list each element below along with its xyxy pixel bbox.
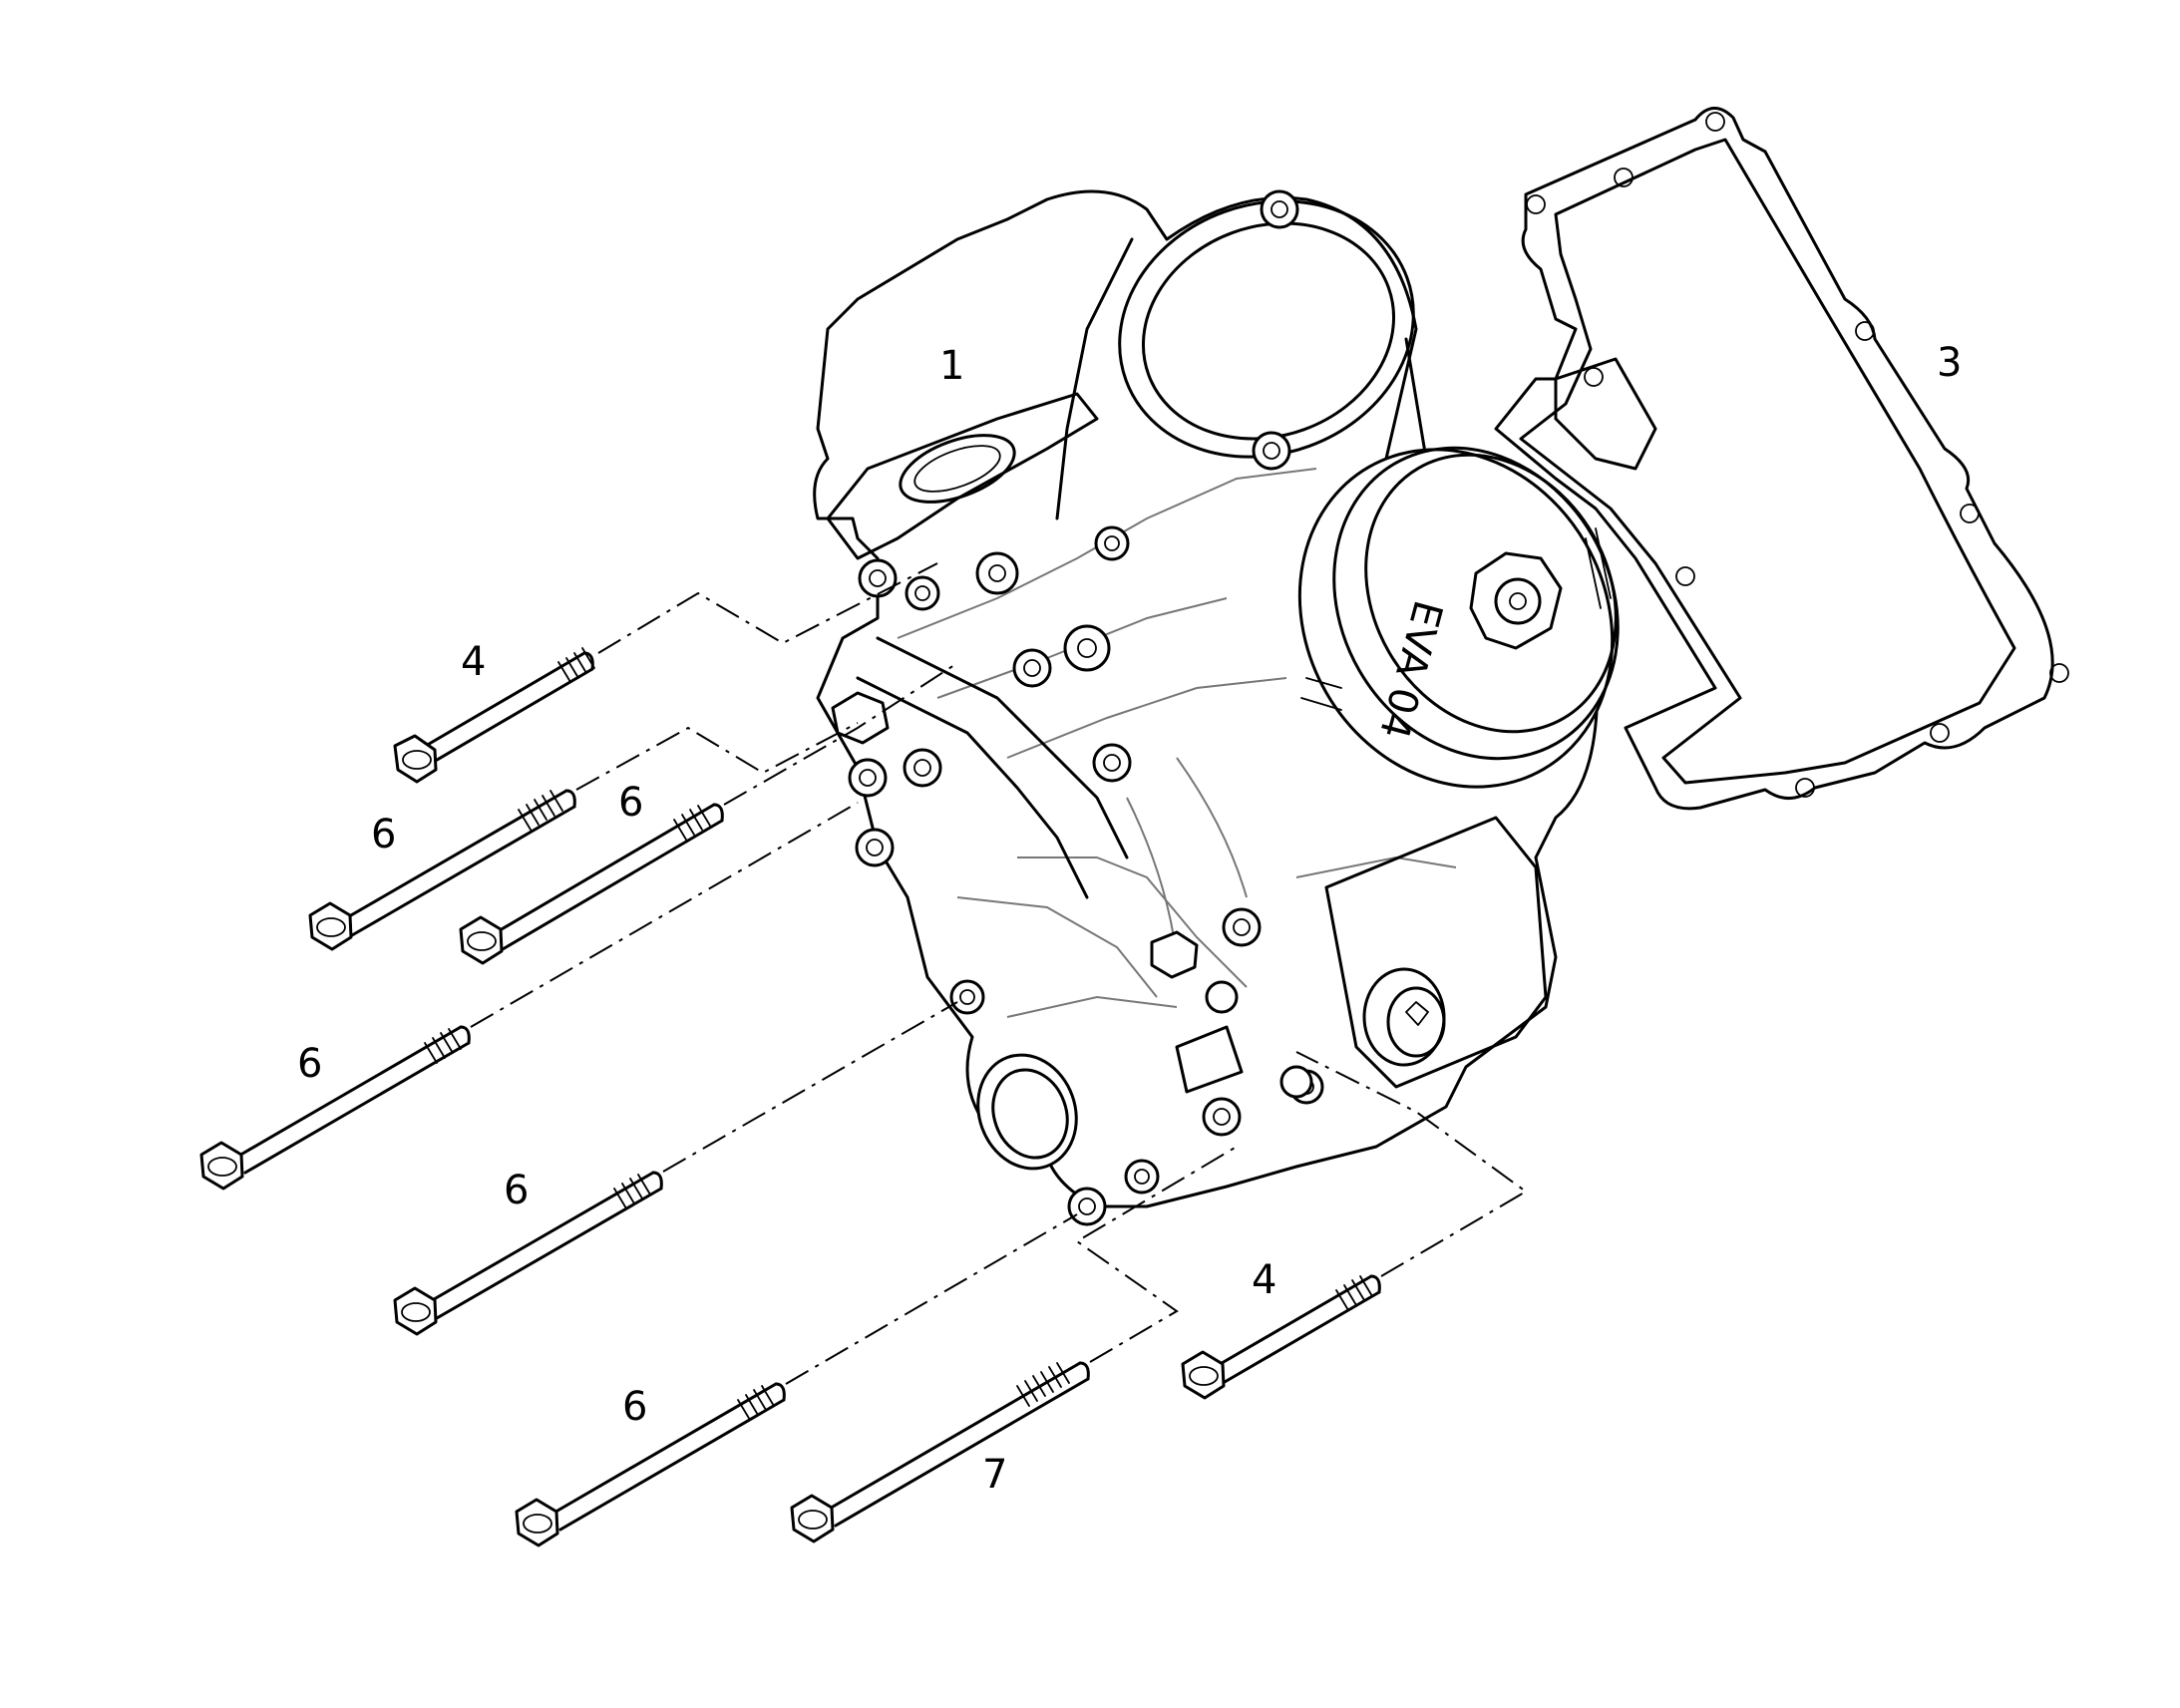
- bolt-6-a: [308, 789, 576, 951]
- callout-bolt-4-bottom: 4: [1252, 1257, 1276, 1303]
- housing-bolt-bosses: [848, 525, 1324, 1226]
- callout-bolt-6-b: 6: [618, 780, 643, 826]
- bolt-6-b: [459, 803, 724, 965]
- callouts: 1 3 4 4 6 6 6 6 6 7: [297, 340, 1962, 1498]
- gasket: [1494, 107, 2069, 811]
- bolt-6-d: [393, 1171, 663, 1336]
- callout-bolt-6-c: 6: [297, 1041, 322, 1087]
- leader-lines: [470, 562, 1528, 1385]
- filter-cap: EVA 04: [1297, 446, 1620, 789]
- bolt-7: [790, 1361, 1090, 1543]
- callout-bolt-6-d: 6: [504, 1168, 529, 1213]
- callout-bolt-4-top: 4: [461, 639, 486, 685]
- oil-filter-housing: EVA 04: [813, 189, 1620, 1226]
- bolt-4-bottom: [1181, 1274, 1381, 1400]
- callout-bolt-7: 7: [982, 1452, 1007, 1498]
- callout-gasket: 3: [1937, 340, 1962, 386]
- bolt-4-top: [393, 647, 595, 784]
- bolt-6-e: [515, 1382, 786, 1547]
- callout-housing: 1: [939, 343, 964, 389]
- callout-bolt-6-a: 6: [371, 812, 396, 857]
- callout-bolt-6-e: 6: [622, 1384, 647, 1430]
- bolt-6-c: [199, 1025, 471, 1191]
